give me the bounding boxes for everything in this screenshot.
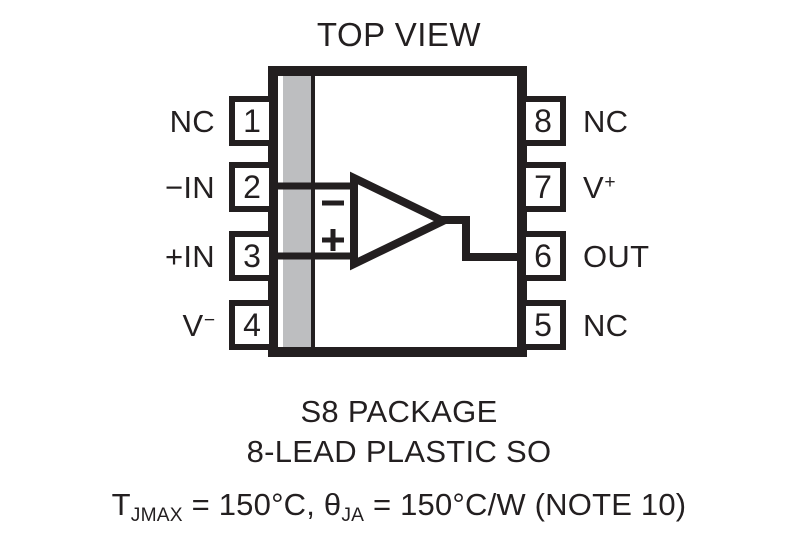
- tjmax-value: = 150°C,: [182, 487, 324, 522]
- pin-box-1: [229, 96, 275, 146]
- package-caption-line-1: S8 PACKAGE: [300, 394, 498, 429]
- thermal-spec-line: TJMAX = 150°C, θJA = 150°C/W (NOTE 10): [0, 487, 798, 525]
- pin-label-2: −IN: [60, 172, 215, 203]
- pin-label-3-sign: +: [164, 239, 184, 274]
- pin-number-3: 3: [243, 238, 261, 274]
- pin-label-4: V−: [60, 308, 216, 343]
- theta-ja-symbol: θ: [323, 487, 342, 522]
- pin-box-6: [520, 231, 566, 281]
- pin-label-4-superscript: −: [203, 309, 216, 331]
- package-caption-line-2: 8-LEAD PLASTIC SO: [246, 434, 552, 469]
- pin-label-7-superscript: +: [604, 171, 616, 193]
- pin-label-7: V+: [583, 172, 763, 203]
- output-trace: [441, 216, 527, 261]
- pin-label-8: NC: [583, 104, 629, 139]
- pin-number-6: 6: [534, 238, 552, 274]
- pin-label-7-base: V: [583, 170, 604, 205]
- pin-label-1: NC: [169, 104, 215, 139]
- pin-label-3: +IN: [60, 241, 215, 272]
- pin-number-7: 7: [534, 169, 552, 205]
- pin-number-5: 5: [534, 307, 552, 343]
- pin-label-3-text: IN: [183, 239, 215, 274]
- pin-label-4-base: V: [182, 308, 204, 343]
- pin-number-2: 2: [243, 169, 261, 205]
- pin-number-8: 8: [534, 103, 552, 139]
- pin-box-3: [229, 231, 275, 281]
- pin-box-5: [520, 300, 566, 350]
- pin-number-4: 4: [243, 307, 261, 343]
- diagram-title: TOP VIEW: [316, 16, 482, 53]
- opamp-triangle: [350, 171, 453, 271]
- tjmax-symbol: T: [111, 487, 131, 522]
- pin-label-2-sign: −: [164, 170, 184, 205]
- pin-box-8: [520, 96, 566, 146]
- theta-ja-value: = 150°C/W (NOTE 10): [364, 487, 687, 522]
- pin-number-1: 1: [243, 103, 261, 139]
- pin-label-2-text: IN: [183, 170, 215, 205]
- tjmax-subscript: JMAX: [130, 504, 183, 526]
- pin-box-4: [229, 300, 275, 350]
- die-shading-bar: [283, 75, 311, 348]
- pin-label-5: NC: [583, 308, 629, 343]
- theta-ja-subscript: JA: [341, 504, 365, 526]
- pin-box-2: [229, 162, 275, 212]
- pin-label-6: OUT: [583, 239, 650, 274]
- pin-box-7: [520, 162, 566, 212]
